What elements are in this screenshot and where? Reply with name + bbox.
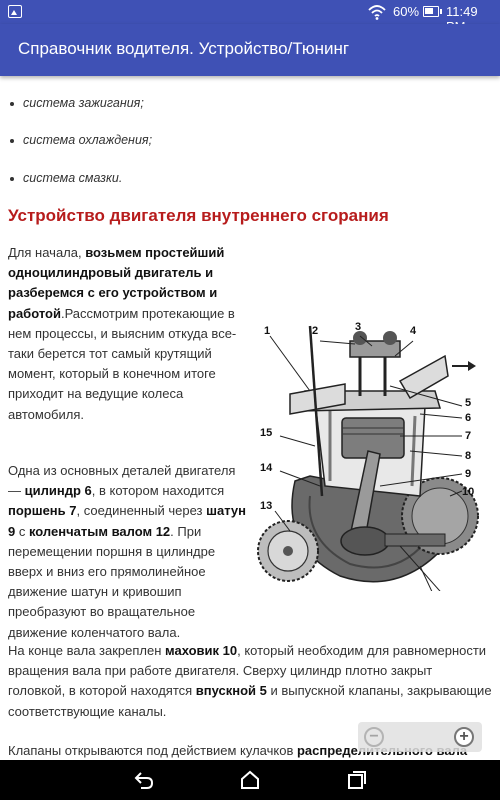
diagram-label: 3 [355,321,361,333]
diagram-label: 1 [264,325,270,337]
paragraph-intro: Для начала, возьмем простейший одноцилин… [8,245,237,422]
navigation-bar [0,760,500,800]
status-bar: 60% 11:49 PM [0,0,500,34]
list-item-text: система зажигания; [23,96,144,110]
paragraph-cylinder: Одна из основных деталей двигателя — цил… [8,463,246,640]
bullet-icon [10,138,14,143]
image-notification-icon [8,5,22,18]
battery-icon [423,6,442,17]
zoom-out-button[interactable]: − [364,727,384,747]
bullet-icon [10,176,14,181]
app-bar: Справочник водителя. Устройство/Тюнинг [0,24,500,76]
article-content[interactable]: система зажигания; система охлаждения; с… [0,76,500,760]
bullet-icon [10,101,14,106]
diagram-label: 7 [465,430,471,442]
diagram-label: 2 [312,325,318,337]
back-icon[interactable] [133,769,155,791]
diagram-label: 6 [465,412,471,424]
battery-percentage: 60% [393,4,420,19]
list-item-text: система смазки. [23,171,123,185]
diagram-label: 14 [260,462,273,474]
diagram-label: 15 [260,427,272,439]
engine-diagram: 1 2 3 4 5 6 7 8 9 10 11 12 13 14 15 [257,321,479,591]
list-item-text: система охлаждения; [23,133,153,147]
diagram-label: 9 [465,468,471,480]
zoom-in-button[interactable]: + [454,727,474,747]
diagram-label: 13 [260,500,272,512]
diagram-label: 5 [465,397,471,409]
wifi-icon [368,5,386,20]
diagram-label: 10 [462,486,474,498]
zoom-control: − + [358,722,482,752]
diagram-label: 4 [410,325,417,337]
list-item: система охлаждения; [10,133,152,147]
app-title: Справочник водителя. Устройство/Тюнинг [18,39,350,58]
list-item: система смазки. [10,171,122,185]
diagram-label: 8 [465,450,471,462]
list-item: система зажигания; [10,96,144,110]
paragraph-flywheel: На конце вала закреплен маховик 10, кото… [8,643,492,719]
home-icon[interactable] [239,769,261,791]
section-heading: Устройство двигателя внутреннего сгорани… [8,206,389,225]
recents-icon[interactable] [346,769,368,791]
